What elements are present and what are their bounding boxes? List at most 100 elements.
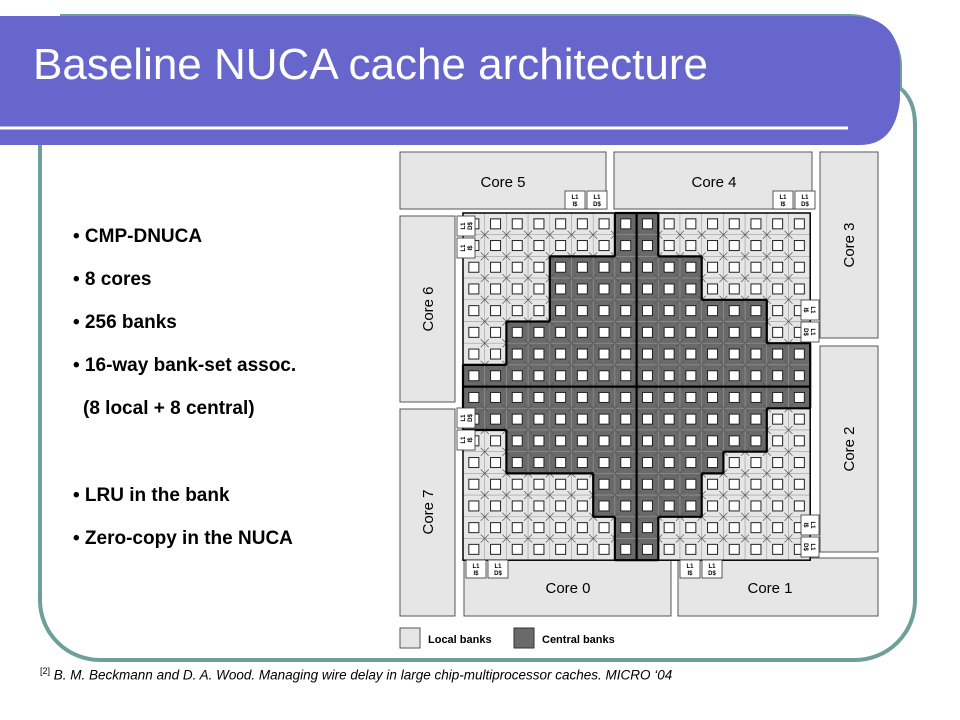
- bank: [685, 348, 697, 360]
- bank: [620, 305, 632, 317]
- bank: [576, 543, 588, 555]
- bank-connector: [784, 317, 793, 326]
- bank: [490, 261, 502, 273]
- bank: [728, 500, 740, 512]
- bank-connector: [784, 360, 793, 370]
- bank: [750, 283, 762, 295]
- bank-connector: [567, 360, 576, 370]
- bank-connector: [697, 447, 706, 456]
- bank: [555, 500, 567, 512]
- bank-connector: [719, 230, 728, 239]
- bank: [641, 261, 653, 273]
- bank: [663, 543, 675, 555]
- bank: [772, 370, 784, 382]
- bank: [598, 326, 610, 338]
- bank-connector: [567, 230, 576, 239]
- l1-cache-label: I$: [468, 245, 474, 251]
- bank-connector: [654, 490, 663, 500]
- bank: [576, 218, 588, 230]
- l1-cache-box: [456, 429, 476, 451]
- bank: [728, 413, 740, 425]
- bank: [490, 413, 502, 425]
- bank-connector: [762, 490, 772, 500]
- bank-connector: [762, 469, 772, 478]
- bank: [728, 261, 740, 273]
- bank-connector: [523, 447, 533, 456]
- bank: [598, 348, 610, 360]
- l1-cache-label: D$: [708, 571, 716, 577]
- bank: [641, 240, 653, 252]
- bank-connector: [567, 338, 576, 348]
- bank: [511, 522, 523, 534]
- bank-connector: [697, 230, 706, 239]
- l1-cache-pair: L1I$L1D$: [679, 559, 723, 579]
- bank: [728, 457, 740, 469]
- l1-cache-box: [679, 559, 701, 579]
- bank: [620, 326, 632, 338]
- bank-connector: [502, 252, 511, 261]
- bank: [728, 435, 740, 447]
- l1-cache-box: [800, 299, 820, 321]
- bank: [620, 435, 632, 447]
- bank: [641, 218, 653, 230]
- bank: [511, 413, 523, 425]
- bank-connector: [588, 447, 598, 456]
- bank: [620, 500, 632, 512]
- bank-connector: [567, 273, 576, 283]
- bank: [620, 543, 632, 555]
- bank-connector: [697, 360, 706, 370]
- bank: [750, 261, 762, 273]
- bank-connector: [697, 338, 706, 348]
- bank-connector: [784, 512, 793, 522]
- bank: [641, 305, 653, 317]
- l1-cache-label: L1: [809, 521, 815, 529]
- bank: [490, 500, 502, 512]
- bank-connector: [740, 230, 750, 239]
- bank: [685, 522, 697, 534]
- bank-connector: [502, 512, 511, 522]
- bank: [620, 218, 632, 230]
- bank: [533, 500, 545, 512]
- bank-connector: [675, 447, 685, 456]
- bank-connector: [480, 490, 489, 500]
- bank: [468, 457, 480, 469]
- bank: [707, 218, 719, 230]
- bank-connector: [588, 317, 598, 326]
- bank: [555, 478, 567, 490]
- bank-connector: [675, 273, 685, 283]
- bank: [707, 348, 719, 360]
- bank-connector: [502, 534, 511, 543]
- l1-cache-label: I$: [780, 202, 786, 208]
- bank: [468, 543, 480, 555]
- l1-cache-label: D$: [802, 328, 808, 336]
- bank: [707, 370, 719, 382]
- bank-connector: [719, 252, 728, 261]
- l1-cache-box: [772, 190, 794, 210]
- bank-connector: [523, 273, 533, 283]
- bank: [533, 283, 545, 295]
- bank: [685, 218, 697, 230]
- bank: [663, 326, 675, 338]
- bank: [750, 240, 762, 252]
- l1-cache-box: [800, 321, 820, 343]
- bank: [620, 370, 632, 382]
- bank-connector: [740, 404, 750, 413]
- bank-connector: [480, 252, 489, 261]
- bank-connector: [588, 273, 598, 283]
- bank: [750, 457, 762, 469]
- bank-connector: [784, 490, 793, 500]
- bank-connector: [567, 317, 576, 326]
- bank: [707, 435, 719, 447]
- bank: [555, 522, 567, 534]
- bank: [793, 283, 805, 295]
- bank: [641, 391, 653, 403]
- bank: [793, 478, 805, 490]
- bank: [620, 261, 632, 273]
- bank: [728, 348, 740, 360]
- bullet-item: • 8 cores: [73, 269, 152, 290]
- bank-connector: [610, 404, 620, 413]
- bullet-item: • Zero-copy in the NUCA: [73, 528, 293, 549]
- bank: [468, 500, 480, 512]
- bank: [663, 435, 675, 447]
- bank: [555, 370, 567, 382]
